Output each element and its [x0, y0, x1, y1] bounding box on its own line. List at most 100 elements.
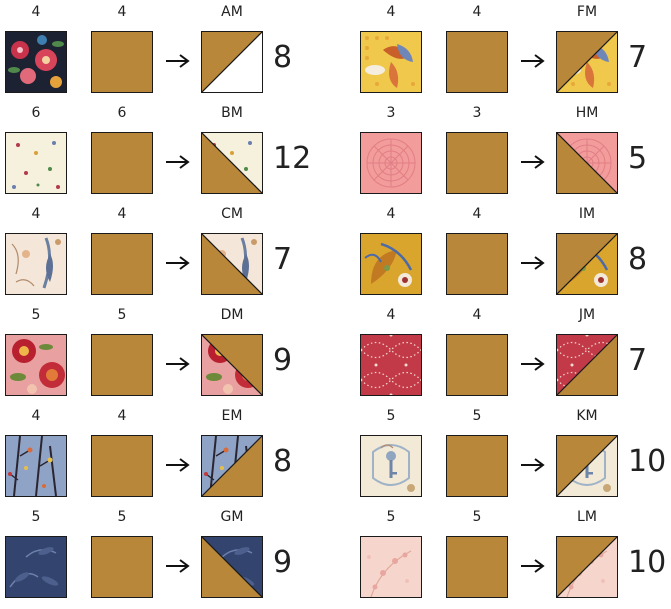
- half-square-triangle: [556, 435, 618, 497]
- fabric-quantity-label: 5: [5, 509, 67, 525]
- unit-count: 9: [273, 543, 292, 583]
- half-square-triangle: [201, 536, 263, 598]
- half-square-triangle: [201, 233, 263, 295]
- hst-row-fm: 4 4 FM 7: [360, 4, 671, 104]
- fabric-square: [5, 31, 67, 93]
- gold-quantity-label: 4: [91, 408, 153, 424]
- arrow-right-icon: [165, 455, 191, 475]
- fabric-square: [360, 536, 422, 598]
- unit-code-label: CM: [201, 206, 263, 222]
- fabric-square: [5, 132, 67, 194]
- gold-quantity-label: 3: [446, 105, 508, 121]
- fabric-square: [5, 435, 67, 497]
- gold-square: [446, 31, 508, 93]
- half-square-triangle: [556, 132, 618, 194]
- half-square-triangle: [201, 334, 263, 396]
- unit-code-label: KM: [556, 408, 618, 424]
- gold-square: [446, 536, 508, 598]
- fabric-square: [360, 132, 422, 194]
- fabric-square: [360, 31, 422, 93]
- unit-count: 7: [273, 240, 292, 280]
- fabric-quantity-label: 4: [5, 206, 67, 222]
- gold-square: [446, 435, 508, 497]
- gold-quantity-label: 5: [446, 408, 508, 424]
- fabric-quantity-label: 3: [360, 105, 422, 121]
- unit-count: 8: [628, 240, 647, 280]
- gold-quantity-label: 4: [446, 307, 508, 323]
- hst-row-lm: 5 5 LM 10: [360, 509, 671, 609]
- hst-row-hm: 3 3 HM 5: [360, 105, 671, 205]
- unit-code-label: FM: [556, 4, 618, 20]
- unit-code-label: HM: [556, 105, 618, 121]
- fabric-quantity-label: 4: [5, 4, 67, 20]
- gold-square: [91, 31, 153, 93]
- unit-code-label: IM: [556, 206, 618, 222]
- hst-row-dm: 5 5 DM 9: [5, 307, 335, 407]
- gold-square: [91, 233, 153, 295]
- unit-code-label: JM: [556, 307, 618, 323]
- gold-square: [91, 334, 153, 396]
- unit-count: 9: [273, 341, 292, 381]
- unit-count: 10: [628, 543, 666, 583]
- half-square-triangle: [556, 31, 618, 93]
- arrow-right-icon: [165, 152, 191, 172]
- fabric-quantity-label: 4: [360, 4, 422, 20]
- hst-row-em: 4 4 EM 8: [5, 408, 335, 508]
- gold-quantity-label: 4: [446, 206, 508, 222]
- fabric-quantity-label: 5: [360, 408, 422, 424]
- arrow-right-icon: [520, 455, 546, 475]
- fabric-quantity-label: 5: [360, 509, 422, 525]
- gold-square: [446, 132, 508, 194]
- arrow-right-icon: [520, 556, 546, 576]
- gold-quantity-label: 4: [446, 4, 508, 20]
- unit-count: 7: [628, 38, 647, 78]
- arrow-right-icon: [165, 51, 191, 71]
- unit-count: 8: [273, 38, 292, 78]
- unit-code-label: DM: [201, 307, 263, 323]
- arrow-right-icon: [520, 253, 546, 273]
- gold-quantity-label: 4: [91, 206, 153, 222]
- arrow-right-icon: [165, 253, 191, 273]
- unit-code-label: GM: [201, 509, 263, 525]
- hst-row-cm: 4 4 CM 7: [5, 206, 335, 306]
- fabric-square: [360, 233, 422, 295]
- fabric-quantity-label: 6: [5, 105, 67, 121]
- unit-count: 5: [628, 139, 647, 179]
- gold-square: [446, 334, 508, 396]
- unit-code-label: EM: [201, 408, 263, 424]
- gold-square: [91, 132, 153, 194]
- arrow-right-icon: [165, 556, 191, 576]
- gold-quantity-label: 5: [446, 509, 508, 525]
- gold-square: [91, 536, 153, 598]
- fabric-quantity-label: 4: [5, 408, 67, 424]
- fabric-square: [5, 334, 67, 396]
- arrow-right-icon: [520, 152, 546, 172]
- unit-count: 8: [273, 442, 292, 482]
- unit-code-label: LM: [556, 509, 618, 525]
- half-square-triangle: [556, 536, 618, 598]
- unit-count: 10: [628, 442, 666, 482]
- arrow-right-icon: [520, 354, 546, 374]
- half-square-triangle: [201, 132, 263, 194]
- gold-square: [91, 435, 153, 497]
- gold-square: [446, 233, 508, 295]
- unit-code-label: BM: [201, 105, 263, 121]
- hst-row-km: 5 5 KM 10: [360, 408, 671, 508]
- half-square-triangle: [556, 334, 618, 396]
- arrow-right-icon: [165, 354, 191, 374]
- arrow-right-icon: [520, 51, 546, 71]
- gold-quantity-label: 5: [91, 307, 153, 323]
- fabric-square: [5, 536, 67, 598]
- fabric-square: [360, 334, 422, 396]
- half-square-triangle: [201, 435, 263, 497]
- gold-quantity-label: 4: [91, 4, 153, 20]
- fabric-square: [5, 233, 67, 295]
- unit-count: 7: [628, 341, 647, 381]
- fabric-square: [360, 435, 422, 497]
- fabric-quantity-label: 5: [5, 307, 67, 323]
